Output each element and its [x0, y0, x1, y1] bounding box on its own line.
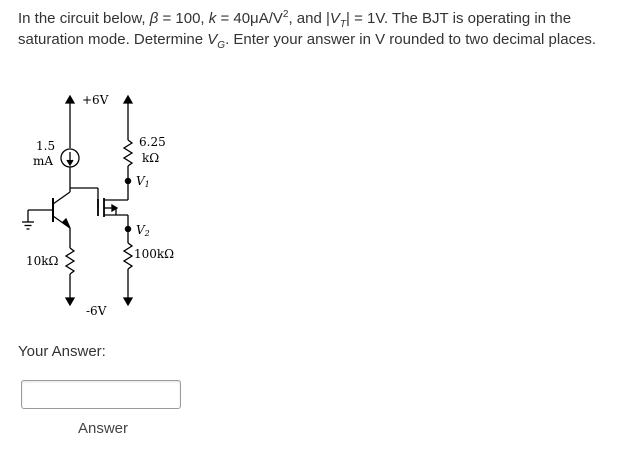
question-text: In the circuit below, β = 100, k = 40μA/…	[18, 8, 608, 51]
label-current-unit: mA	[33, 154, 53, 168]
vg-symbol: V	[207, 31, 218, 48]
left-negative-arrow	[64, 297, 76, 307]
circuit-diagram: +6V 1.5 mA 6.25 kΩ V1 V2 10kΩ 100kΩ -6V	[22, 93, 174, 318]
label-r-top-unit: kΩ	[142, 151, 159, 165]
question-fragment: | = 1V. The BJT is operating in the satu…	[18, 10, 572, 48]
label-current-value: 1.5	[36, 139, 55, 153]
resistor-10k-icon	[64, 247, 76, 275]
question-fragment: . Enter your answer in V rounded to two …	[225, 31, 597, 48]
right-supply-arrow	[122, 94, 134, 104]
vt-subscript: T	[339, 19, 347, 30]
question-fragment: = 100,	[158, 10, 209, 27]
node-v1-dot	[124, 177, 132, 185]
bjt-collector-lead	[52, 191, 71, 205]
superscript-two: 2	[282, 9, 289, 20]
vt-symbol: V	[329, 10, 340, 27]
answer-input[interactable]	[21, 380, 181, 409]
resistor-100k-icon	[122, 242, 134, 270]
label-negative-supply: -6V	[86, 304, 107, 318]
k-symbol: k	[208, 10, 217, 27]
label-positive-supply: +6V	[82, 93, 109, 107]
label-v1: V1	[136, 174, 150, 189]
mosfet-arrow-icon	[111, 203, 119, 213]
question-fragment: , and |	[288, 10, 330, 27]
resistor-6k25-icon	[122, 139, 134, 167]
question-fragment: = 40μA/V	[216, 10, 283, 27]
question-fragment: In the circuit below,	[18, 10, 150, 27]
label-r-top-value: 6.25	[139, 135, 166, 149]
label-v2: V2	[136, 223, 150, 238]
left-supply-arrow	[64, 94, 76, 104]
right-negative-arrow	[122, 297, 134, 307]
bjt-emitter-arrow	[62, 217, 71, 229]
label-r-bottom-right: 100kΩ	[134, 247, 174, 261]
your-answer-label: Your Answer:	[18, 343, 106, 360]
vg-subscript: G	[217, 40, 226, 51]
node-v2-dot	[124, 225, 132, 233]
label-r-bottom-left: 10kΩ	[26, 254, 59, 268]
beta-symbol: β	[149, 10, 159, 27]
answer-button[interactable]: Answer	[78, 420, 129, 437]
